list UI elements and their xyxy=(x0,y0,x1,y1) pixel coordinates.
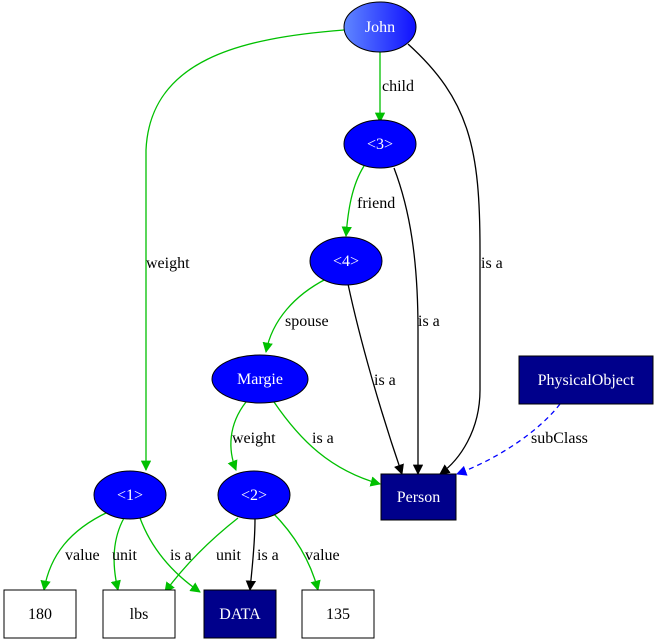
node-lbs[interactable]: lbs xyxy=(102,589,176,639)
node-4[interactable]: <4> xyxy=(309,236,383,286)
edge-n3-friend xyxy=(341,165,365,238)
node-label-1: <1> xyxy=(117,487,143,504)
node-180[interactable]: 180 xyxy=(3,589,77,639)
node-label-135: 135 xyxy=(326,606,350,623)
edge-label-subclass: subClass xyxy=(531,430,588,447)
node-2[interactable]: <2> xyxy=(217,470,291,520)
edge-label-value-n1: value xyxy=(65,547,100,564)
node-physical-object[interactable]: PhysicalObject xyxy=(518,355,654,405)
edge-n2-unit xyxy=(164,517,239,593)
edge-label-weight-margie: weight xyxy=(232,430,276,447)
edge-label-friend: friend xyxy=(357,195,395,212)
edge-label-isa-n1: is a xyxy=(170,547,192,564)
edge-n3-isa xyxy=(393,167,424,476)
edge-label-isa-n2: is a xyxy=(257,547,279,564)
node-label-3: <3> xyxy=(367,136,393,153)
node-data[interactable]: DATA xyxy=(203,589,277,639)
edge-margie-isa xyxy=(273,401,382,487)
edge-label-unit-n1: unit xyxy=(112,547,137,564)
edge-john-isa xyxy=(407,43,481,475)
edge-n4-isa xyxy=(347,283,404,475)
edge-n1-isa xyxy=(139,517,201,593)
node-label-data: DATA xyxy=(219,606,261,623)
edge-label-child: child xyxy=(382,78,414,95)
edge-label-unit-n2: unit xyxy=(216,547,241,564)
node-label-person: Person xyxy=(397,489,441,506)
edge-n4-spouse xyxy=(262,278,327,354)
edge-label-weight-john: weight xyxy=(146,255,190,272)
edge-label-isa-n3: is a xyxy=(418,313,440,330)
node-3[interactable]: <3> xyxy=(343,119,417,169)
edge-label-spouse: spouse xyxy=(285,313,329,330)
node-label-2: <2> xyxy=(241,487,267,504)
node-label-180: 180 xyxy=(28,606,52,623)
edge-label-isa-margie: is a xyxy=(312,430,334,447)
edge-n1-unit xyxy=(110,517,125,592)
edge-margie-weight xyxy=(227,401,247,471)
node-label-john: John xyxy=(365,19,395,36)
node-label-lbs: lbs xyxy=(130,606,149,623)
edge-label-value-n2: value xyxy=(305,547,340,564)
edge-label-isa-john: is a xyxy=(481,255,503,272)
edge-john-weight xyxy=(140,29,345,472)
edge-n1-value xyxy=(40,511,109,592)
node-1[interactable]: <1> xyxy=(93,470,167,520)
node-margie[interactable]: Margie xyxy=(211,354,309,404)
node-label-4: <4> xyxy=(333,253,359,270)
node-person[interactable]: Person xyxy=(380,473,457,521)
edge-physobj-subclass xyxy=(456,403,561,476)
edge-label-isa-n4: is a xyxy=(374,372,396,389)
node-label-physical-object: PhysicalObject xyxy=(538,372,635,389)
node-john[interactable]: John xyxy=(343,1,417,53)
edge-n2-value xyxy=(271,511,321,592)
edge-n2-isa xyxy=(245,518,257,592)
node-135[interactable]: 135 xyxy=(301,589,375,639)
node-label-margie: Margie xyxy=(237,371,283,388)
